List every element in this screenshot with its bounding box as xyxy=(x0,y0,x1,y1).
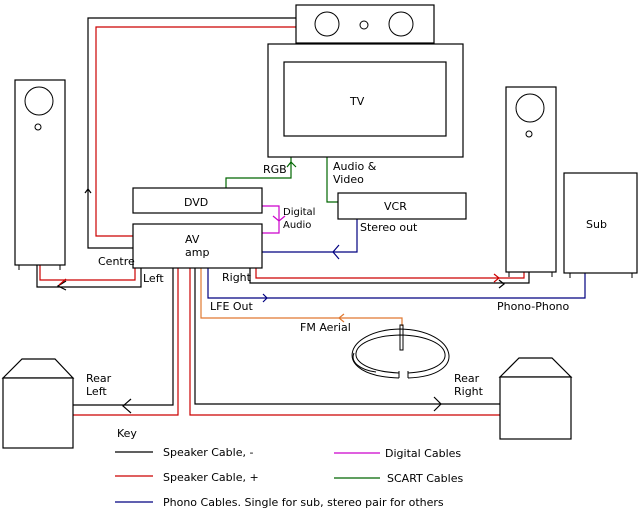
vcr: VCR xyxy=(337,192,467,220)
rgb-label: RGB xyxy=(263,163,287,176)
left-arrow xyxy=(56,280,67,291)
right-speaker-negative-wire xyxy=(249,268,530,284)
front-left-woofer xyxy=(24,86,54,116)
legend-item-scart: SCART Cables xyxy=(334,472,463,485)
rear-left-arrow xyxy=(122,398,132,414)
tv-label: TV xyxy=(349,95,365,108)
centre-arrow xyxy=(84,188,92,194)
audio-video-label-line2: Video xyxy=(333,173,364,186)
rear-right-speaker-positive-wire xyxy=(189,268,500,416)
av-amp-label-line2: amp xyxy=(185,246,209,259)
front-right-tweeter xyxy=(525,130,533,138)
front-right-speaker xyxy=(505,86,557,277)
fm-aerial-antenna xyxy=(351,324,450,379)
legend-label: Digital Cables xyxy=(385,447,461,460)
centre-speaker-positive-wire xyxy=(95,26,296,237)
vcr-stereo-phono-wire xyxy=(262,219,358,253)
rear-right-label-line2: Right xyxy=(454,385,484,398)
scart-av-wire xyxy=(326,157,338,203)
centre-speaker-negative-wire xyxy=(87,17,296,249)
audio-video-label-line1: Audio & xyxy=(333,160,377,173)
front-left-tweeter xyxy=(34,123,42,131)
legend-label: SCART Cables xyxy=(387,472,463,485)
rear-left-speaker-positive-wire xyxy=(73,268,179,416)
digital-audio-arrow xyxy=(272,215,286,222)
lfe-arrow xyxy=(262,293,268,303)
phono-phono-label: Phono-Phono xyxy=(497,300,570,313)
dvd-player: DVD xyxy=(132,187,263,214)
legend: Key Speaker Cable, - Speaker Cable, + Ph… xyxy=(115,427,463,509)
legend-title: Key xyxy=(117,427,137,440)
right-label: Right xyxy=(222,271,252,284)
front-right-woofer xyxy=(515,93,545,123)
lfe-out-label: LFE Out xyxy=(210,300,254,313)
legend-item-digital: Digital Cables xyxy=(334,447,461,460)
vcr-stereo-arrow xyxy=(332,244,340,260)
centre-speaker xyxy=(295,4,435,44)
lfe-phono-wire xyxy=(207,268,586,299)
rear-left-speaker xyxy=(1,358,75,449)
legend-item-speaker-positive: Speaker Cable, + xyxy=(115,471,259,484)
digital-audio-wire xyxy=(262,205,280,234)
left-label: Left xyxy=(143,272,164,285)
left-speaker-negative-wire xyxy=(36,265,142,288)
legend-item-speaker-negative: Speaker Cable, - xyxy=(115,446,253,459)
rear-right-speaker-negative-wire xyxy=(194,268,500,405)
stereo-out-label: Stereo out xyxy=(360,221,418,234)
fm-aerial-arrow xyxy=(338,313,345,323)
right-speaker-positive-wire xyxy=(255,268,525,279)
legend-item-phono: Phono Cables. Single for sub, stereo pai… xyxy=(115,496,444,509)
dvd-label: DVD xyxy=(184,196,208,209)
digital-audio-label-line2: Audio xyxy=(283,220,311,231)
legend-label: Phono Cables. Single for sub, stereo pai… xyxy=(163,496,444,509)
rear-right-arrow xyxy=(433,396,442,412)
left-speaker-positive-wire xyxy=(39,265,136,281)
rear-left-speaker-negative-wire xyxy=(73,268,174,406)
scart-rgb-wire xyxy=(225,157,292,188)
front-left-speaker xyxy=(14,79,66,270)
rear-right-speaker xyxy=(498,357,573,440)
right-arrow-black xyxy=(498,279,505,289)
fm-aerial-wire xyxy=(200,268,403,326)
sub-label: Sub xyxy=(586,218,607,231)
rear-left-label-line2: Left xyxy=(86,385,107,398)
left-arrow-red xyxy=(58,278,67,286)
centre-woofer-right xyxy=(388,11,414,37)
centre-woofer-left xyxy=(314,11,340,37)
scart-rgb-arrow xyxy=(286,161,297,168)
fm-aerial-label: FM Aerial xyxy=(300,321,351,334)
av-amp: AV amp xyxy=(132,223,263,269)
subwoofer: Sub xyxy=(563,172,638,278)
av-amp-label-line1: AV xyxy=(185,233,200,246)
centre-label: Centre xyxy=(98,255,135,268)
legend-label: Speaker Cable, + xyxy=(163,471,259,484)
vcr-label: VCR xyxy=(384,200,407,213)
rear-left-label-line1: Rear xyxy=(86,372,112,385)
legend-label: Speaker Cable, - xyxy=(163,446,253,459)
digital-audio-label-line1: Digital xyxy=(283,207,315,218)
rear-right-label-line1: Rear xyxy=(454,372,480,385)
centre-tweeter xyxy=(359,20,369,30)
tv: TV xyxy=(267,43,464,158)
right-arrow-red xyxy=(493,273,500,283)
